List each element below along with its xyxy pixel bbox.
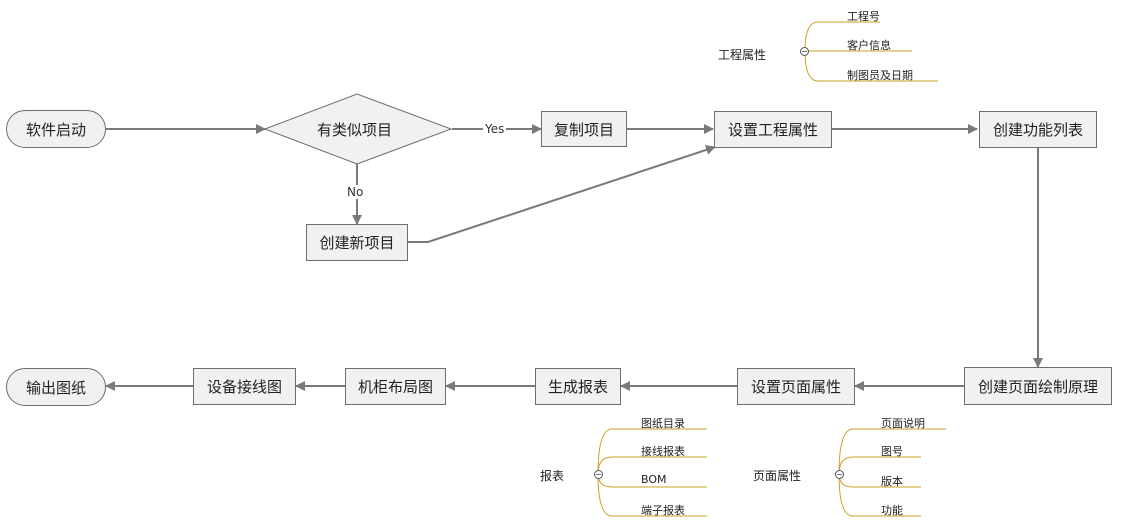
device-wiring-label: 设备接线图: [206, 378, 282, 396]
start-node-label: 软件启动: [25, 120, 86, 139]
create-func-list-label: 创建功能列表: [992, 121, 1083, 139]
mindmap-page-props-root: 页面属性: [753, 469, 802, 483]
create-page-schematic-node[interactable]: 创建页面绘制原理: [964, 367, 1112, 405]
new-project-label: 创建新项目: [319, 234, 395, 252]
mindmap-reports-leaf: 图纸目录: [641, 417, 685, 430]
branch-reports-2: [597, 456, 707, 475]
branch-page-props-1: [838, 428, 946, 475]
mindmap-reports-leaf: BOM: [641, 473, 667, 486]
mindmap-project-props-root: 工程属性: [718, 48, 767, 62]
gen-reports-node[interactable]: 生成报表: [535, 368, 621, 405]
gen-reports-label: 生成报表: [547, 378, 608, 396]
cabinet-layout-node[interactable]: 机柜布局图: [345, 368, 446, 405]
mindmap-reports-root: 报表: [540, 469, 565, 483]
mindmap-project-props-leaf: 客户信息: [847, 39, 891, 52]
mindmap-page-props-leaf: 图号: [881, 445, 903, 458]
branch-reports-4: [597, 473, 707, 517]
new-project-node[interactable]: 创建新项目: [306, 224, 408, 261]
edge-new-project-to-set-props: [408, 145, 716, 243]
copy-project-label: 复制项目: [553, 120, 614, 139]
start-node[interactable]: 软件启动: [6, 110, 106, 148]
mindmap-project-props-leaf: 制图员及日期: [847, 69, 913, 82]
branch-reports-1: [597, 428, 707, 475]
mindmap-reports-leaf: 接线报表: [641, 445, 685, 458]
device-wiring-node[interactable]: 设备接线图: [193, 368, 296, 405]
branch-page-props-2: [838, 456, 921, 475]
edge-label-yes: Yes: [483, 122, 507, 136]
branch-project-props-3: [804, 50, 938, 82]
collapse-icon[interactable]: −: [835, 470, 844, 479]
output-drawings-node[interactable]: 输出图纸: [6, 368, 106, 406]
branch-page-props-3: [838, 473, 921, 488]
cabinet-layout-label: 机柜布局图: [357, 378, 433, 396]
mindmap-page-props-leaf: 页面说明: [881, 417, 925, 430]
mindmap-reports-leaf: 端子报表: [641, 504, 685, 517]
create-page-schematic-label: 创建页面绘制原理: [977, 377, 1098, 396]
edge-label-no: No: [345, 185, 366, 199]
decision-label: 有类似项目: [317, 121, 393, 139]
create-func-list-node[interactable]: 创建功能列表: [979, 111, 1097, 148]
set-page-props-label: 设置页面属性: [750, 378, 841, 396]
set-page-props-node[interactable]: 设置页面属性: [737, 368, 855, 405]
collapse-icon[interactable]: −: [800, 47, 809, 56]
mindmap-page-props-leaf: 功能: [881, 504, 903, 517]
branch-page-props-4: [838, 473, 921, 517]
set-project-props-label: 设置工程属性: [727, 121, 818, 139]
collapse-icon[interactable]: −: [594, 470, 603, 479]
copy-project-node[interactable]: 复制项目: [541, 111, 627, 147]
mindmap-page-props-leaf: 版本: [881, 475, 903, 488]
output-drawings-label: 输出图纸: [25, 378, 86, 397]
set-project-props-node[interactable]: 设置工程属性: [714, 111, 832, 148]
branch-project-props-1: [804, 21, 880, 52]
mindmap-project-props-leaf: 工程号: [847, 10, 880, 23]
decision-diamond: [263, 93, 453, 165]
